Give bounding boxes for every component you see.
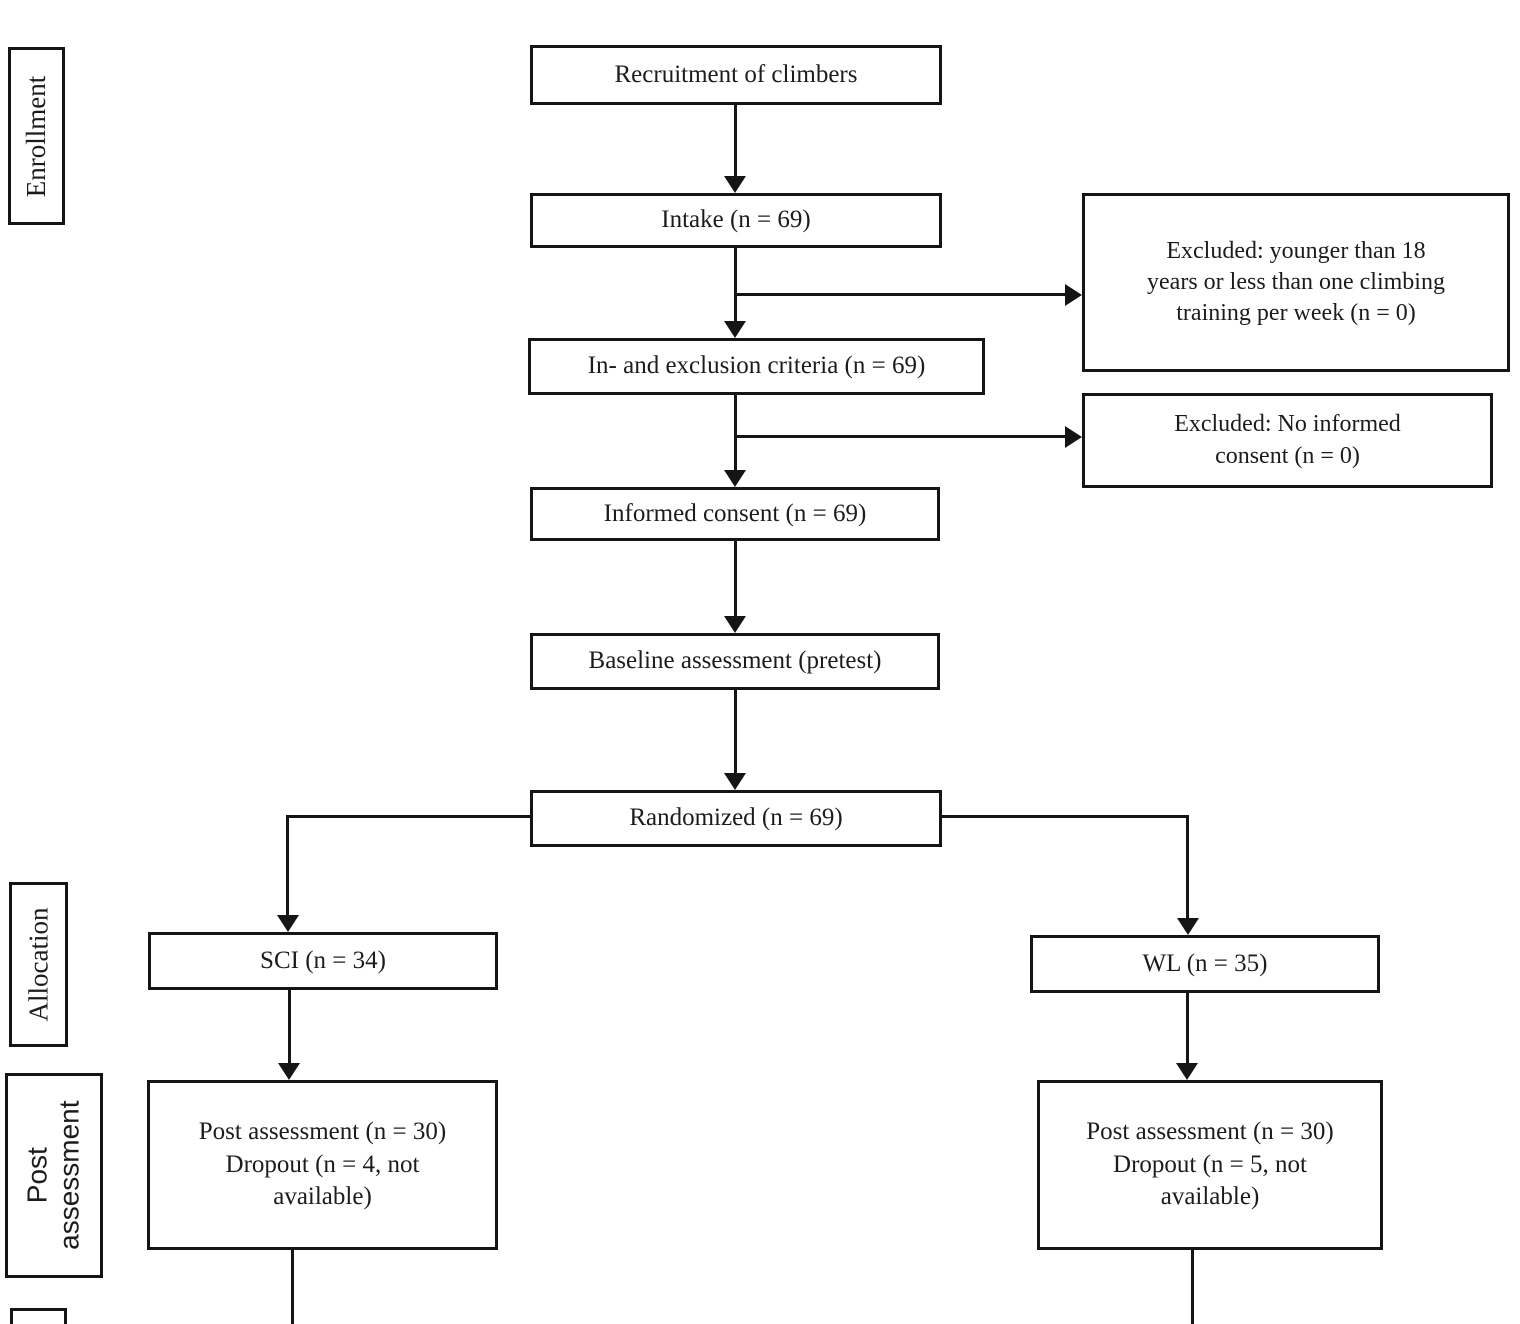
connector-recruitment-intake: [734, 105, 737, 178]
flow-box-criteria: In- and exclusion criteria (n = 69): [528, 338, 985, 395]
connector-branch-excluded-age-arrow: [1065, 284, 1082, 306]
connector-branch-excluded-consent-arrow: [1065, 426, 1082, 448]
connector-branch-excluded-age: [735, 293, 1065, 296]
stage-label-allocation: Allocation: [9, 882, 68, 1047]
connector-sci-post: [288, 990, 291, 1064]
connector-randomized-wl-horizontal: [942, 815, 1188, 818]
connector-wl-post-arrow: [1176, 1063, 1198, 1080]
connector-randomized-sci-vertical: [286, 815, 289, 916]
flow-box-intake: Intake (n = 69): [530, 193, 942, 248]
connector-criteria-consent: [734, 395, 737, 472]
connector-wl-post: [1186, 993, 1189, 1064]
flow-box-excluded-age: Excluded: younger than 18 years or less …: [1082, 193, 1510, 372]
stage-label-enrollment-text: Enrollment: [21, 75, 52, 197]
connector-intake-criteria: [734, 248, 737, 324]
flow-box-post-sci: Post assessment (n = 30) Dropout (n = 4,…: [147, 1080, 498, 1250]
flow-box-consent: Informed consent (n = 69): [530, 487, 940, 541]
flow-box-excluded-consent: Excluded: No informed consent (n = 0): [1082, 393, 1493, 488]
connector-randomized-sci-arrow: [277, 915, 299, 932]
connector-randomized-wl-arrow: [1177, 918, 1199, 935]
stage-label-allocation-text: Allocation: [23, 907, 54, 1022]
flow-box-post-wl: Post assessment (n = 30) Dropout (n = 5,…: [1037, 1080, 1383, 1250]
flow-box-recruitment: Recruitment of climbers: [530, 45, 942, 105]
flow-box-group-sci: SCI (n = 34): [148, 932, 498, 990]
connector-post-sci-down: [291, 1250, 294, 1324]
connector-criteria-consent-arrow: [724, 470, 746, 487]
stage-label-post-assessment: Post assessment: [5, 1073, 103, 1278]
flow-box-group-wl: WL (n = 35): [1030, 935, 1380, 993]
connector-baseline-randomized-arrow: [724, 773, 746, 790]
stage-label-next-partial: [10, 1308, 67, 1324]
stage-label-post-assessment-text: Post assessment: [21, 1100, 86, 1251]
connector-randomized-wl-vertical: [1186, 815, 1189, 919]
connector-intake-criteria-arrow: [724, 321, 746, 338]
stage-label-enrollment: Enrollment: [8, 47, 65, 225]
connector-sci-post-arrow: [278, 1063, 300, 1080]
flow-box-baseline: Baseline assessment (pretest): [530, 633, 940, 690]
flow-box-randomized: Randomized (n = 69): [530, 790, 942, 847]
connector-consent-baseline: [734, 541, 737, 617]
connector-recruitment-intake-arrow: [724, 176, 746, 193]
connector-branch-excluded-consent: [735, 435, 1065, 438]
connector-baseline-randomized: [734, 690, 737, 774]
connector-randomized-sci-horizontal: [288, 815, 530, 818]
connector-consent-baseline-arrow: [724, 616, 746, 633]
connector-post-wl-down: [1191, 1250, 1194, 1324]
